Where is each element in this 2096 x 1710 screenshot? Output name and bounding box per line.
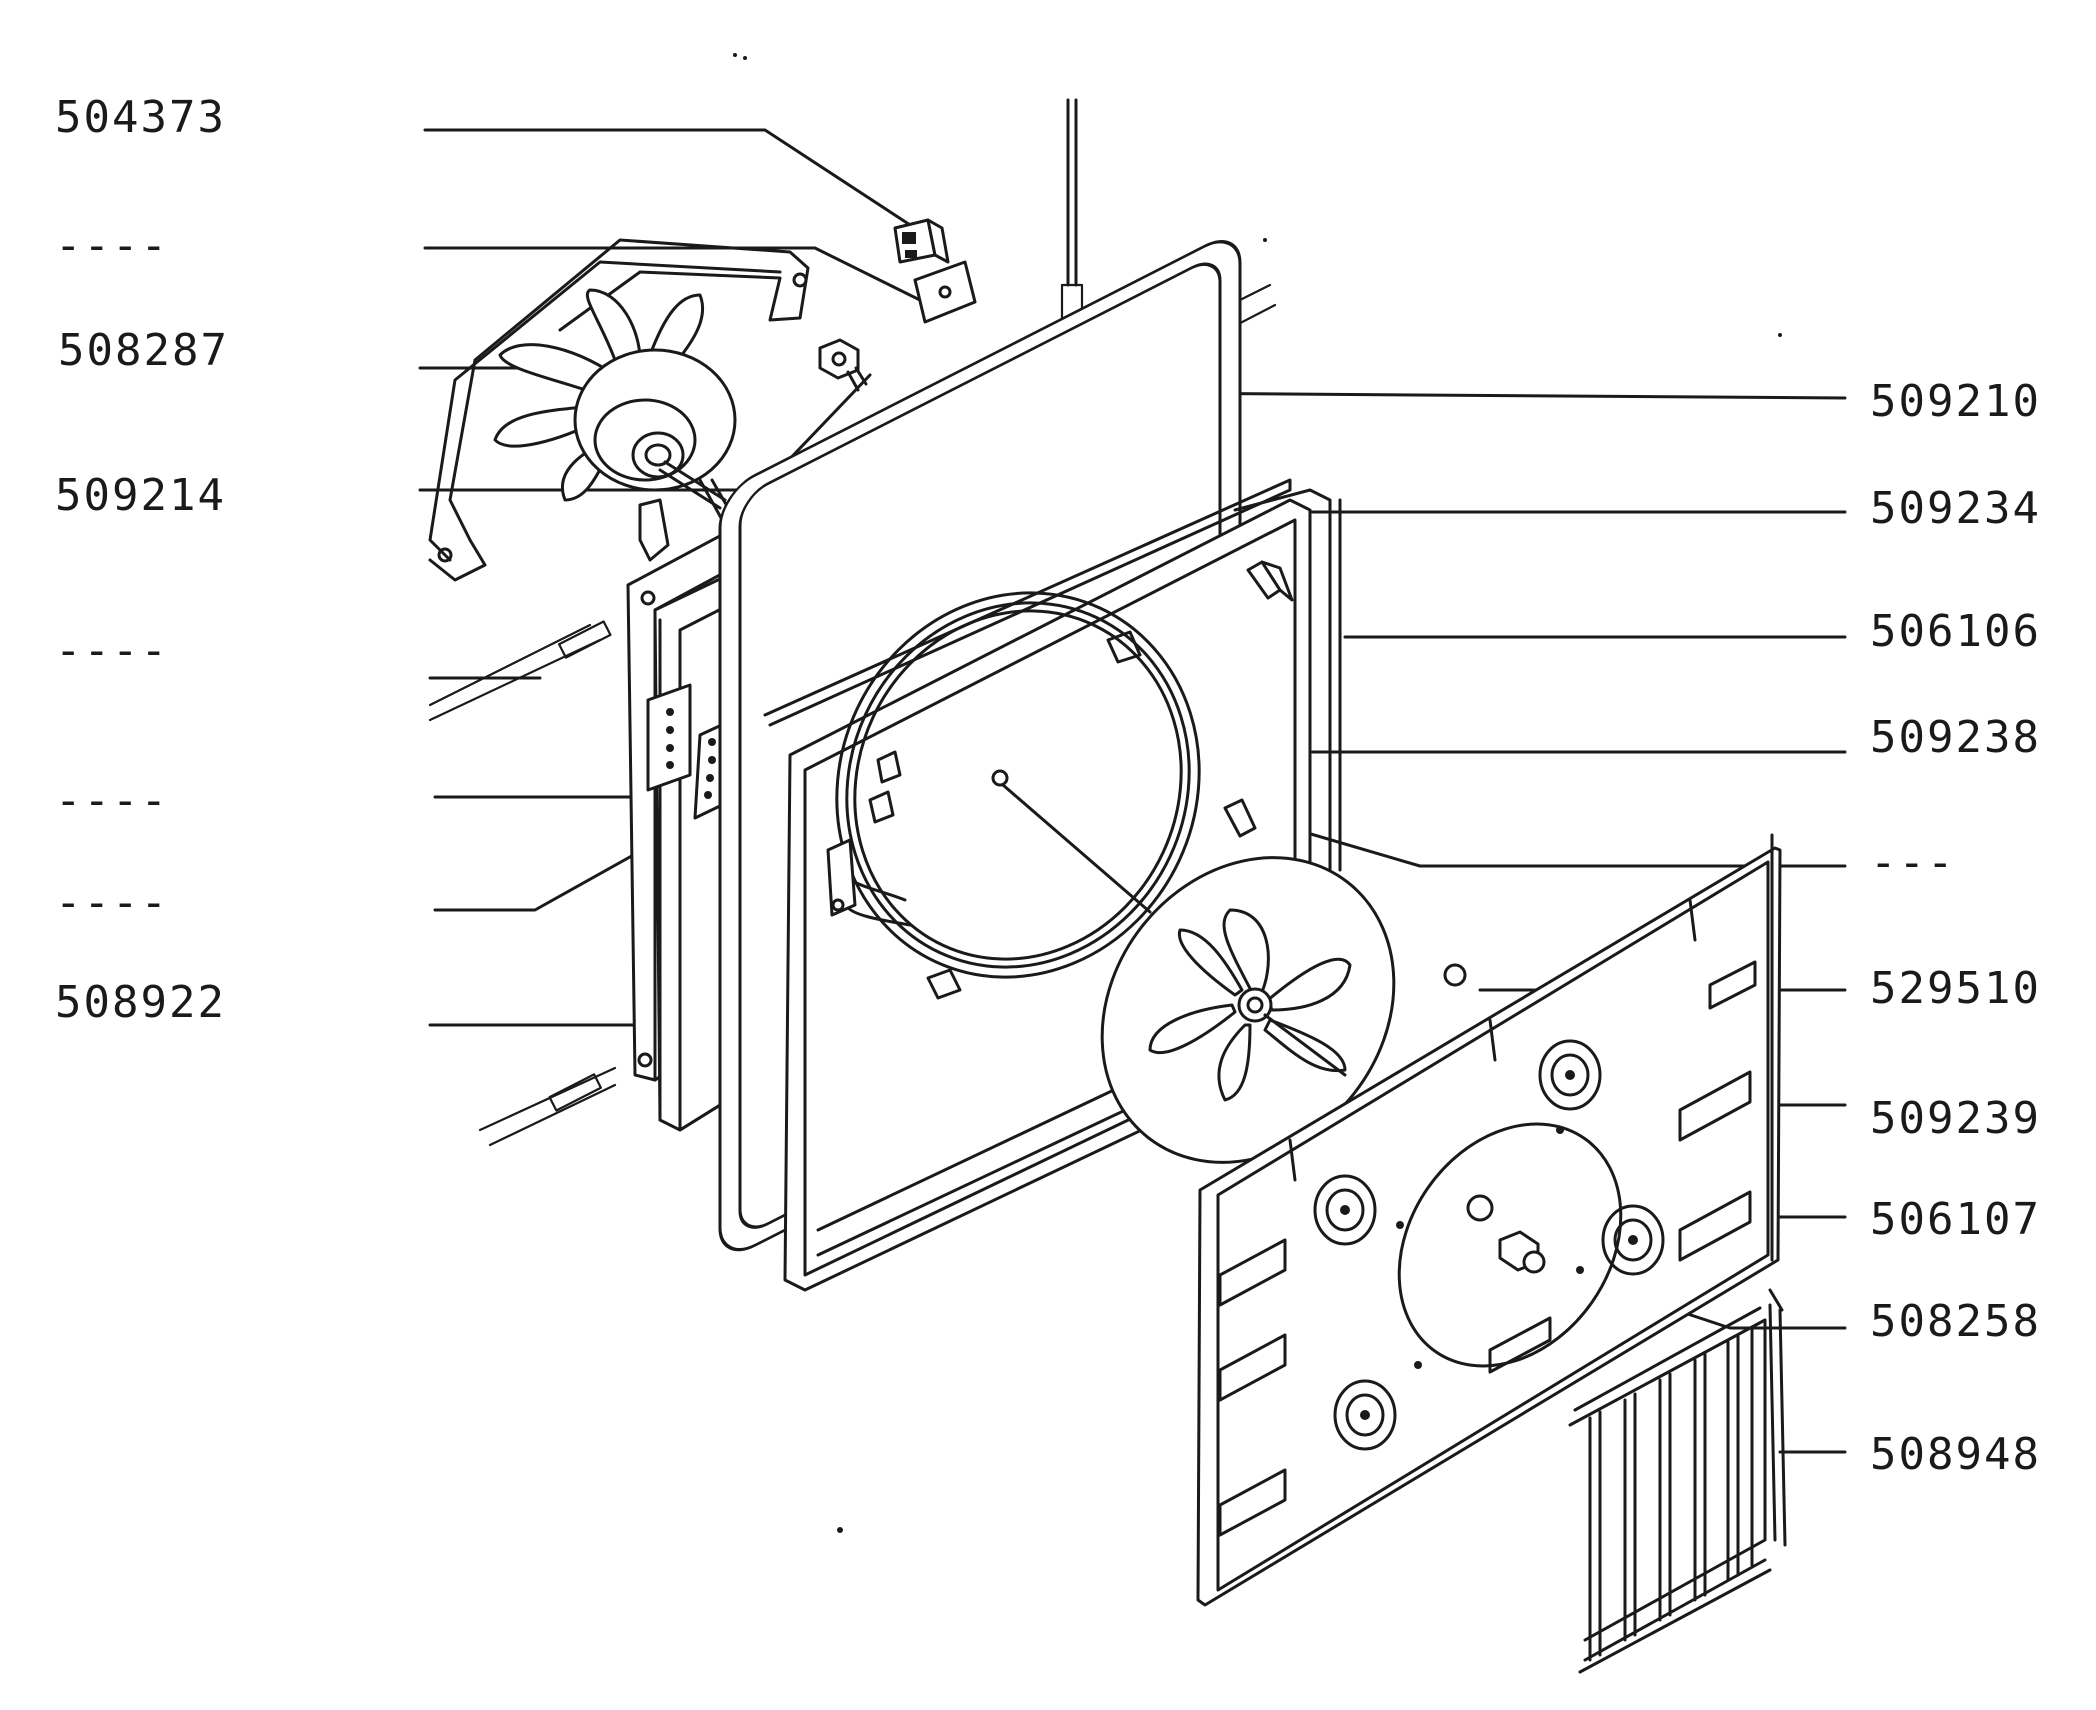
part-number-label: 506106 [1870,606,2041,657]
slot-icon [1678,1070,1752,1142]
part-number-label: 508258 [1870,1296,2041,1347]
part-number-label: 509210 [1870,376,2041,427]
cover-plate-icon [1196,833,1782,1607]
part-number-label: ---- [55,775,169,826]
leader-line [1138,391,1847,400]
grille-icon [1568,1288,1787,1674]
part-number-label: 509238 [1870,712,2041,763]
slot-icon [1218,1333,1287,1402]
fan-blade-icon [1100,856,1467,1164]
slot-icon [1678,1190,1752,1262]
slot-icon [1218,1238,1287,1307]
boss-icon [1313,1039,1665,1451]
part-number-label: ---- [55,877,169,928]
part-number-label: 506107 [1870,1194,2041,1245]
part-number-label: ---- [55,625,169,676]
slot-icon [1708,960,1757,1010]
bracket-icon [868,560,1294,1000]
part-number-label: 509239 [1870,1093,2041,1144]
leader-line [1268,820,1847,868]
scan-specks [733,53,1782,1533]
heating-element-icon [826,591,1201,979]
part-number-label: ---- [55,220,169,271]
left-labels: 504373 ---- 508287 509214 ---- ---- ----… [55,92,229,1028]
part-number-label: 508287 [58,325,229,376]
nut-icon [1498,1230,1546,1274]
nut-icon [818,338,868,392]
part-number-label: 508948 [1870,1429,2041,1480]
part-number-label: 508922 [55,977,226,1028]
part-number-label: 529510 [1870,963,2041,1014]
grille-bar [1588,1326,1754,1662]
right-labels: 509210 509234 506106 509238 --- 529510 5… [1870,376,2041,1480]
part-number-label: --- [1870,837,1955,888]
part-number-label: 509214 [55,470,226,521]
slot-icon [1218,1468,1287,1537]
leader-line [423,128,932,240]
part-number-label: 504373 [55,92,226,143]
leader-line [423,246,942,312]
part-number-label: 509234 [1870,483,2041,534]
bracket-plate-icon [913,260,977,324]
fan-motor-icon [428,238,810,582]
connector-block-icon [893,218,950,264]
